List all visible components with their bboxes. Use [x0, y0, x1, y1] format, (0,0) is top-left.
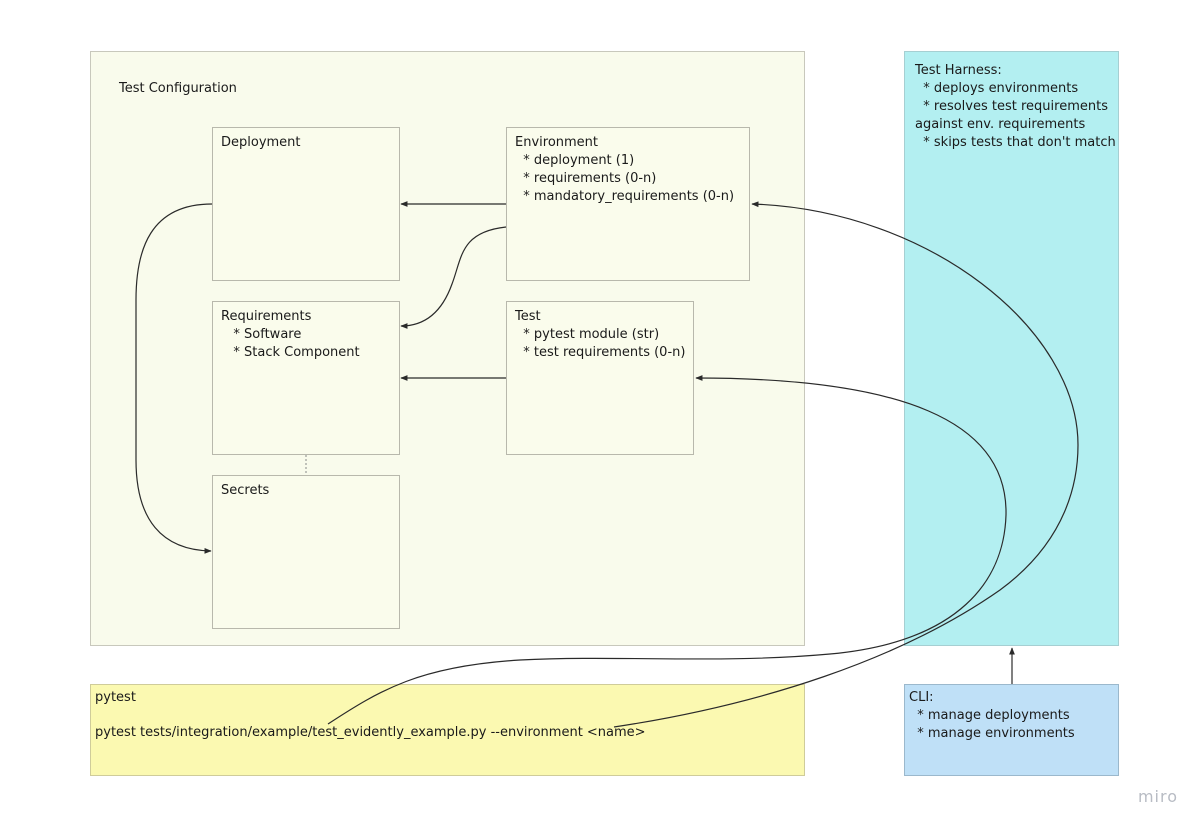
miro-watermark: miro: [1137, 787, 1178, 806]
cli-panel[interactable]: CLI: * manage deployments * manage envir…: [904, 684, 1119, 776]
harness-line: Test Harness:: [915, 63, 1002, 78]
environment-title: Environment: [515, 135, 599, 150]
test-line: * test requirements (0-n): [515, 345, 686, 360]
environment-line: * requirements (0-n): [515, 171, 657, 186]
test-configuration-title: Test Configuration: [119, 81, 237, 96]
cli-line: CLI:: [909, 690, 934, 705]
requirements-box[interactable]: Requirements * Software * Stack Componen…: [212, 301, 400, 455]
test-harness-panel[interactable]: Test Harness: * deploys environments * r…: [904, 51, 1119, 646]
secrets-box[interactable]: Secrets: [212, 475, 400, 629]
deployment-title: Deployment: [221, 135, 301, 150]
harness-line: * resolves test requirements: [915, 99, 1108, 114]
requirements-line: * Stack Component: [221, 345, 360, 360]
pytest-command: pytest tests/integration/example/test_ev…: [95, 725, 646, 740]
test-title: Test: [515, 309, 541, 324]
pytest-panel[interactable]: pytest pytest tests/integration/example/…: [90, 684, 805, 776]
environment-line: * deployment (1): [515, 153, 635, 168]
requirements-line: * Software: [221, 327, 302, 342]
environment-box[interactable]: Environment * deployment (1) * requireme…: [506, 127, 750, 281]
pytest-title: pytest: [95, 690, 136, 705]
test-box[interactable]: Test * pytest module (str) * test requir…: [506, 301, 694, 455]
secrets-title: Secrets: [221, 483, 270, 498]
cli-line: * manage environments: [909, 726, 1075, 741]
harness-line: * skips tests that don't match: [915, 135, 1116, 150]
deployment-box[interactable]: Deployment: [212, 127, 400, 281]
harness-line: against env. requirements: [915, 117, 1086, 132]
requirements-title: Requirements: [221, 309, 312, 324]
harness-line: * deploys environments: [915, 81, 1079, 96]
cli-line: * manage deployments: [909, 708, 1070, 723]
environment-line: * mandatory_requirements (0-n): [515, 189, 735, 204]
test-line: * pytest module (str): [515, 327, 660, 342]
